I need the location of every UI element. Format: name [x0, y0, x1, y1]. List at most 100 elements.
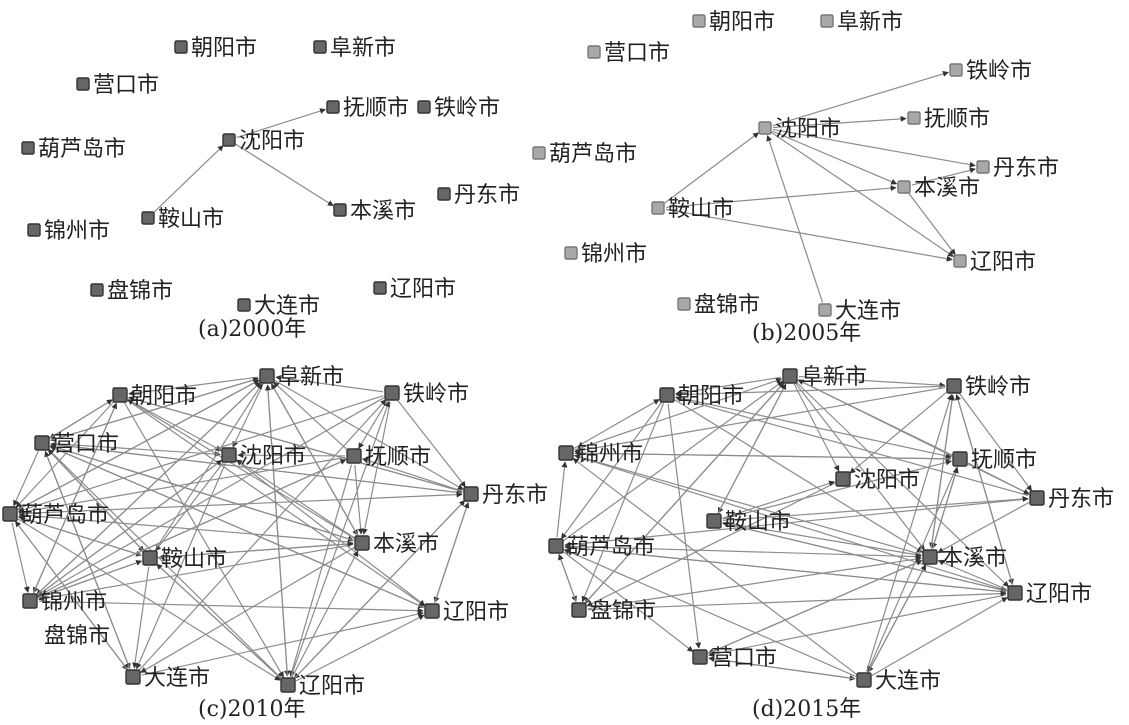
edge-2010-benxi-dalian — [140, 547, 355, 673]
node-2015-dandong: 丹东市 — [1029, 487, 1114, 512]
node-label: 鞍山市 — [668, 197, 734, 222]
node-2005-liaoyang: 辽阳市 — [953, 250, 1036, 275]
edge-2010-liaoyang2-tieling — [290, 400, 390, 677]
node-marker — [313, 40, 327, 54]
node-marker — [571, 602, 587, 618]
edge-2010-huludao-fuxin — [17, 379, 260, 511]
edge-2010-benxi-huludao — [18, 512, 354, 543]
edge-2005-shenyang-benxi — [772, 130, 898, 185]
edge-2010-fuxin-shenyang — [232, 383, 264, 448]
node-2000-yingkou: 营口市 — [76, 73, 159, 98]
node-label: 大连市 — [254, 294, 320, 319]
node-marker — [21, 141, 35, 155]
node-2005-chaoyang: 朝阳市 — [692, 10, 775, 35]
edge-2010-fuxin-chaoyang — [128, 376, 259, 397]
node-marker — [897, 180, 911, 194]
node-2005-fuxin: 阜新市 — [820, 10, 903, 35]
edge-2010-chaoyang-liaoyang2 — [123, 402, 285, 678]
node-2000-fushun: 抚顺市 — [326, 96, 409, 121]
captions-layer: (a)2000年 (b)2005年 (c)2010年 (d)2015年 — [198, 317, 861, 722]
node-marker — [237, 298, 251, 312]
node-marker — [820, 14, 834, 28]
edge-2010-tieling-dandong — [397, 399, 466, 488]
node-2005-tieling: 铁岭市 — [949, 59, 1032, 84]
node-marker — [463, 486, 479, 502]
node-label: 沈阳市 — [239, 129, 305, 154]
edge-2015-liaoyang-anshan — [722, 521, 1007, 592]
edge-2015-dalian-liaoyang — [871, 596, 1008, 677]
edge-2015-chaoyang-yingkou — [667, 403, 702, 649]
node-marker — [692, 649, 708, 665]
edge-2015-benxi-jinzhou — [574, 454, 922, 556]
edge-2010-tieling-fushun — [358, 400, 388, 449]
node-label: 阜新市 — [278, 365, 344, 390]
edge-2005-anshan-benxi — [665, 185, 897, 208]
node-2010-shenyang: 沈阳市 — [221, 444, 306, 469]
node-marker — [1029, 490, 1045, 506]
node-marker — [142, 550, 158, 566]
edge-2015-jinzhou-fuxin — [574, 377, 783, 451]
node-2000-dandong: 丹东市 — [437, 183, 520, 208]
edge-2015-dandong-huludao — [564, 498, 1029, 548]
edge-2005-shenyang-tieling — [772, 71, 949, 127]
edge-2010-fushun-fuxin — [273, 381, 348, 451]
nodes-layer: 朝阳市阜新市营口市抚顺市铁岭市沈阳市葫芦岛市丹东市鞍山市本溪市锦州市盘锦市辽阳市… — [2, 10, 1114, 699]
node-label: 沈阳市 — [775, 117, 841, 142]
node-marker — [548, 538, 564, 554]
node-marker — [558, 445, 574, 461]
node-marker — [782, 368, 798, 384]
node-2010-panjin: 盘锦市 — [44, 624, 110, 649]
node-marker — [125, 669, 141, 685]
edge-2010-dandong-yingkou — [50, 441, 463, 494]
edge-2010-anshan-yingkou — [47, 449, 145, 552]
edge-2010-huludao-dandong — [18, 491, 463, 515]
edge-2010-anshan-huludao — [18, 515, 142, 556]
node-marker — [346, 448, 362, 464]
node-label: 锦州市 — [44, 219, 110, 244]
node-marker — [222, 133, 236, 147]
node-2005-jinzhou: 锦州市 — [564, 242, 647, 267]
node-label: 本溪市 — [373, 532, 439, 557]
node-marker — [141, 211, 155, 225]
edge-2005-benxi-liaoyang — [908, 193, 956, 256]
edge-2015-panjin-huludao — [558, 553, 577, 602]
node-label: 沈阳市 — [240, 444, 306, 469]
node-marker — [417, 100, 431, 114]
node-marker — [818, 303, 832, 317]
node-marker — [221, 447, 237, 463]
node-2015-benxi: 本溪市 — [922, 546, 1007, 571]
edge-2010-dalian-tieling — [138, 399, 387, 671]
edge-2015-huludao-fuxin — [562, 380, 784, 542]
edge-2010-jinzhou-chaoyang — [33, 402, 117, 593]
node-marker — [532, 146, 546, 160]
edge-2010-jinzhou-liaoyang — [38, 600, 424, 614]
node-2010-liaoyang2: 辽阳市 — [280, 674, 365, 699]
edge-2010-jinzhou-shenyang — [36, 459, 223, 597]
node-label: 辽阳市 — [443, 600, 509, 625]
node-2005-benxi: 本溪市 — [897, 176, 980, 201]
edge-2005-dalian-shenyang — [766, 135, 824, 303]
node-2010-huludao: 葫芦岛市 — [2, 503, 109, 528]
node-marker — [34, 435, 50, 451]
edge-2010-huludao-jinzhou — [11, 522, 30, 593]
edge-2015-liaoyang-tieling — [955, 394, 1014, 585]
node-label: 铁岭市 — [966, 59, 1032, 84]
node-2000-benxi: 本溪市 — [333, 199, 416, 224]
node-label: 铁岭市 — [434, 96, 500, 121]
edge-2015-fushun-jinzhou — [574, 450, 952, 460]
node-2005-shenyang: 沈阳市 — [758, 117, 841, 142]
edge-2010-jinzhou-anshan — [38, 560, 143, 599]
node-2010-tieling: 铁岭市 — [384, 382, 469, 407]
node-2000-chaoyang: 朝阳市 — [174, 36, 257, 61]
node-marker — [27, 223, 41, 237]
edge-2010-liaoyang2-benxi — [291, 550, 359, 678]
edge-2010-fuxin-dandong — [274, 379, 464, 491]
node-label: 本溪市 — [914, 176, 980, 201]
edge-2005-anshan-liaoyang — [665, 208, 953, 262]
node-label: 阜新市 — [801, 365, 867, 390]
node-marker — [90, 283, 104, 297]
edge-2010-yingkou-fuxin — [50, 377, 259, 442]
node-label: 丹东市 — [482, 483, 548, 508]
edge-2015-shenyang-panjin — [586, 482, 836, 607]
